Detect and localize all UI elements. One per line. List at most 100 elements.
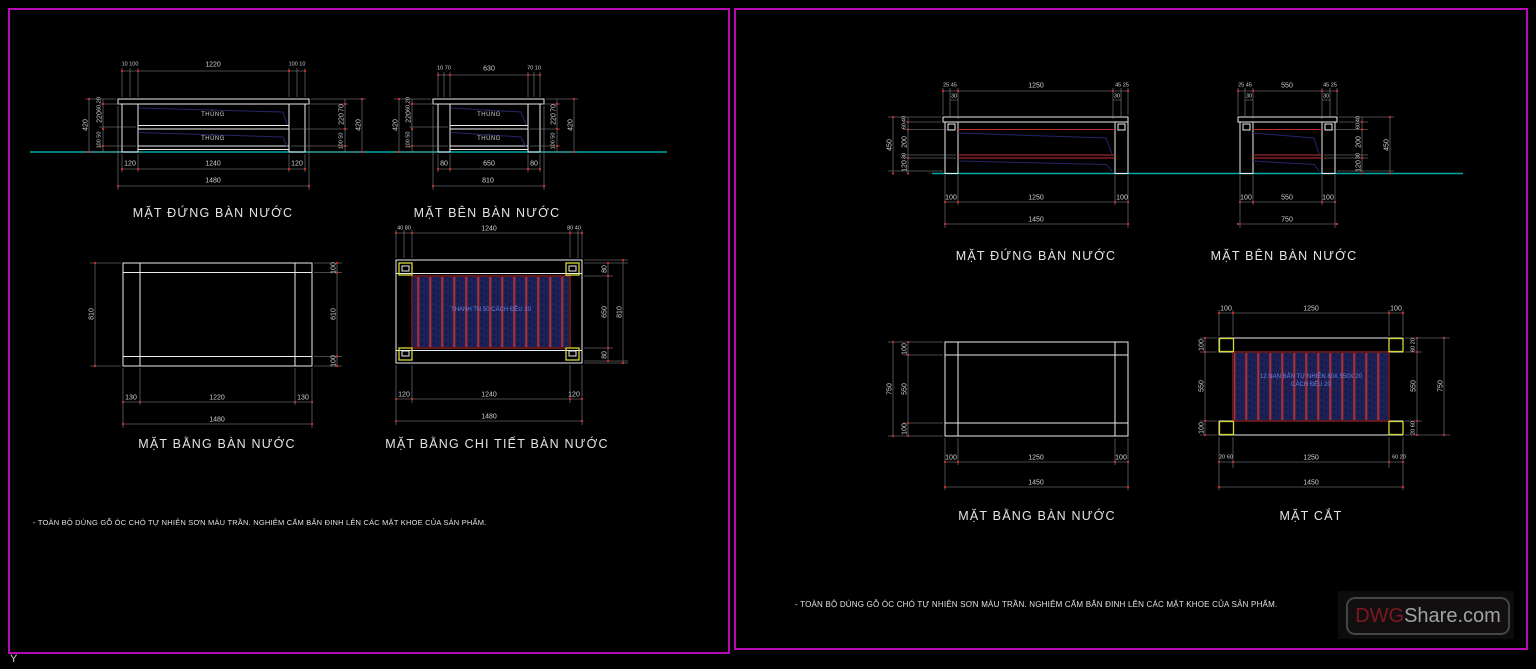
- thung-label: THÙNG: [201, 112, 225, 118]
- view-title-right-plan: MẶT BẰNG BÀN NƯỚC: [958, 509, 1116, 523]
- dim-label: 120: [291, 160, 303, 168]
- dim-label: 100 50: [96, 131, 103, 149]
- dim-label: 30: [901, 152, 908, 160]
- dim-label: 100 50: [338, 132, 345, 150]
- hatch-label: CÁCH ĐỀU 20: [1291, 382, 1331, 389]
- dim-label: 810: [616, 306, 624, 318]
- dim-label: 120: [568, 391, 580, 399]
- dim-label: 100: [901, 343, 909, 355]
- view-right-plan: [888, 340, 1130, 490]
- dim-label: 550: [1198, 380, 1206, 392]
- dim-label: 40: [1355, 115, 1362, 123]
- dim-label: 650: [483, 160, 495, 168]
- dim-label: 100: [1240, 194, 1252, 202]
- dim-label: 30: [1355, 152, 1362, 160]
- dim-label: 45 25: [1323, 82, 1337, 89]
- dim-label: 750: [1437, 380, 1445, 392]
- dim-label: 420: [392, 119, 400, 131]
- dim-label: 100: [945, 194, 957, 202]
- dim-label: 1450: [1303, 479, 1319, 487]
- dim-label: 450: [886, 139, 894, 151]
- dim-label: 1250: [1303, 454, 1319, 462]
- dim-label: 100: [1220, 305, 1232, 313]
- watermark-dwg: DWG: [1355, 604, 1405, 627]
- hatch-label: THANH TN 50 CÁCH ĐỀU 20: [451, 307, 531, 314]
- dim-label: 70: [338, 104, 346, 112]
- dim-label: 810: [88, 308, 96, 320]
- thung-label: THÙNG: [477, 136, 501, 142]
- view-title-right-section: MẶT CẮT: [1279, 509, 1343, 523]
- dim-label: 220: [550, 113, 558, 125]
- dim-label: 810: [482, 177, 494, 185]
- dim-label: 100 50: [405, 131, 412, 149]
- dim-label: 200: [1355, 136, 1363, 148]
- dim-label: 1450: [1028, 479, 1044, 487]
- dim-label: 120: [124, 160, 136, 168]
- dim-label: 40: [901, 115, 908, 123]
- dim-label: 70: [550, 104, 558, 112]
- dim-label: 130: [125, 394, 137, 402]
- dim-label: 70 10: [527, 65, 541, 72]
- dim-label: 750: [1281, 216, 1293, 224]
- right-frame-border: [734, 8, 1528, 650]
- dim-label: 420: [567, 119, 575, 131]
- dim-label: 40 80: [397, 225, 411, 232]
- dim-label: 100: [901, 423, 909, 435]
- dim-label: 45 25: [1115, 82, 1129, 89]
- dim-label: 420: [355, 119, 363, 131]
- dim-label: 20 60: [1410, 421, 1417, 435]
- dim-label: 1250: [1028, 454, 1044, 462]
- dim-label: 220: [96, 111, 104, 123]
- watermark-share: Share.com: [1404, 604, 1501, 627]
- dim-label: 60 20: [405, 97, 412, 111]
- thung-label: THÙNG: [201, 136, 225, 142]
- dim-label: 25 45: [943, 82, 957, 89]
- left-frame-border: [8, 8, 730, 654]
- dim-label: 1480: [481, 413, 497, 421]
- dim-label: 80: [530, 160, 538, 168]
- dim-label: 120: [901, 160, 909, 172]
- dim-label: 120: [1355, 160, 1363, 172]
- dim-label: 10 70: [437, 65, 451, 72]
- dim-label: 100: [1390, 305, 1402, 313]
- dim-label: 100 50: [550, 132, 557, 150]
- dim-label: 550: [1281, 194, 1293, 202]
- dim-label: 80: [601, 265, 609, 273]
- dim-label: 60: [901, 122, 908, 130]
- dim-label: 100: [1198, 339, 1206, 351]
- material-note-right: - TOÀN BỘ DÙNG GỖ ÓC CHÓ TỰ NHIÊN SƠN MÀ…: [795, 600, 1278, 609]
- view-title-left-side: MẶT BÊN BÀN NƯỚC: [413, 206, 561, 220]
- dim-label: 1480: [209, 416, 225, 424]
- dim-label: 1240: [205, 160, 221, 168]
- dim-label: 100: [330, 355, 338, 367]
- thung-label: THÙNG: [477, 112, 501, 118]
- dim-label: 200: [901, 136, 909, 148]
- dim-label: 420: [82, 119, 90, 131]
- dim-label: 650: [601, 306, 609, 318]
- dim-label: 30: [1322, 93, 1330, 100]
- view-title-left-front: MẶT ĐỨNG BÀN NƯỚC: [132, 206, 294, 220]
- dim-label: 100: [945, 454, 957, 462]
- dim-label: 610: [330, 308, 338, 320]
- dim-label: 80: [440, 160, 448, 168]
- dim-label: 100: [1116, 194, 1128, 202]
- dim-label: 80 40: [567, 225, 581, 232]
- hatch-label: 12 NAN BẢN TỰ NHIÊN 80X 550X 20: [1259, 374, 1363, 381]
- dim-label: 60 20: [1410, 338, 1417, 352]
- view-left-front: [85, 68, 366, 190]
- dim-label: 60 20: [1392, 454, 1406, 461]
- dim-label: 1450: [1028, 216, 1044, 224]
- dim-label: 1250: [1303, 305, 1319, 313]
- dim-label: 120: [398, 391, 410, 399]
- dim-label: 1480: [205, 177, 221, 185]
- dim-label: 550: [901, 383, 909, 395]
- dim-label: 20 60: [1219, 454, 1233, 461]
- dim-label: 100: [1322, 194, 1334, 202]
- view-left-side: [394, 72, 578, 190]
- view-title-right-side: MẶT BÊN BÀN NƯỚC: [1210, 249, 1358, 263]
- view-right-section: [1200, 310, 1450, 490]
- dim-label: 100: [330, 262, 338, 274]
- dim-label: 1250: [1028, 82, 1044, 90]
- dim-label: 25 45: [1238, 82, 1252, 89]
